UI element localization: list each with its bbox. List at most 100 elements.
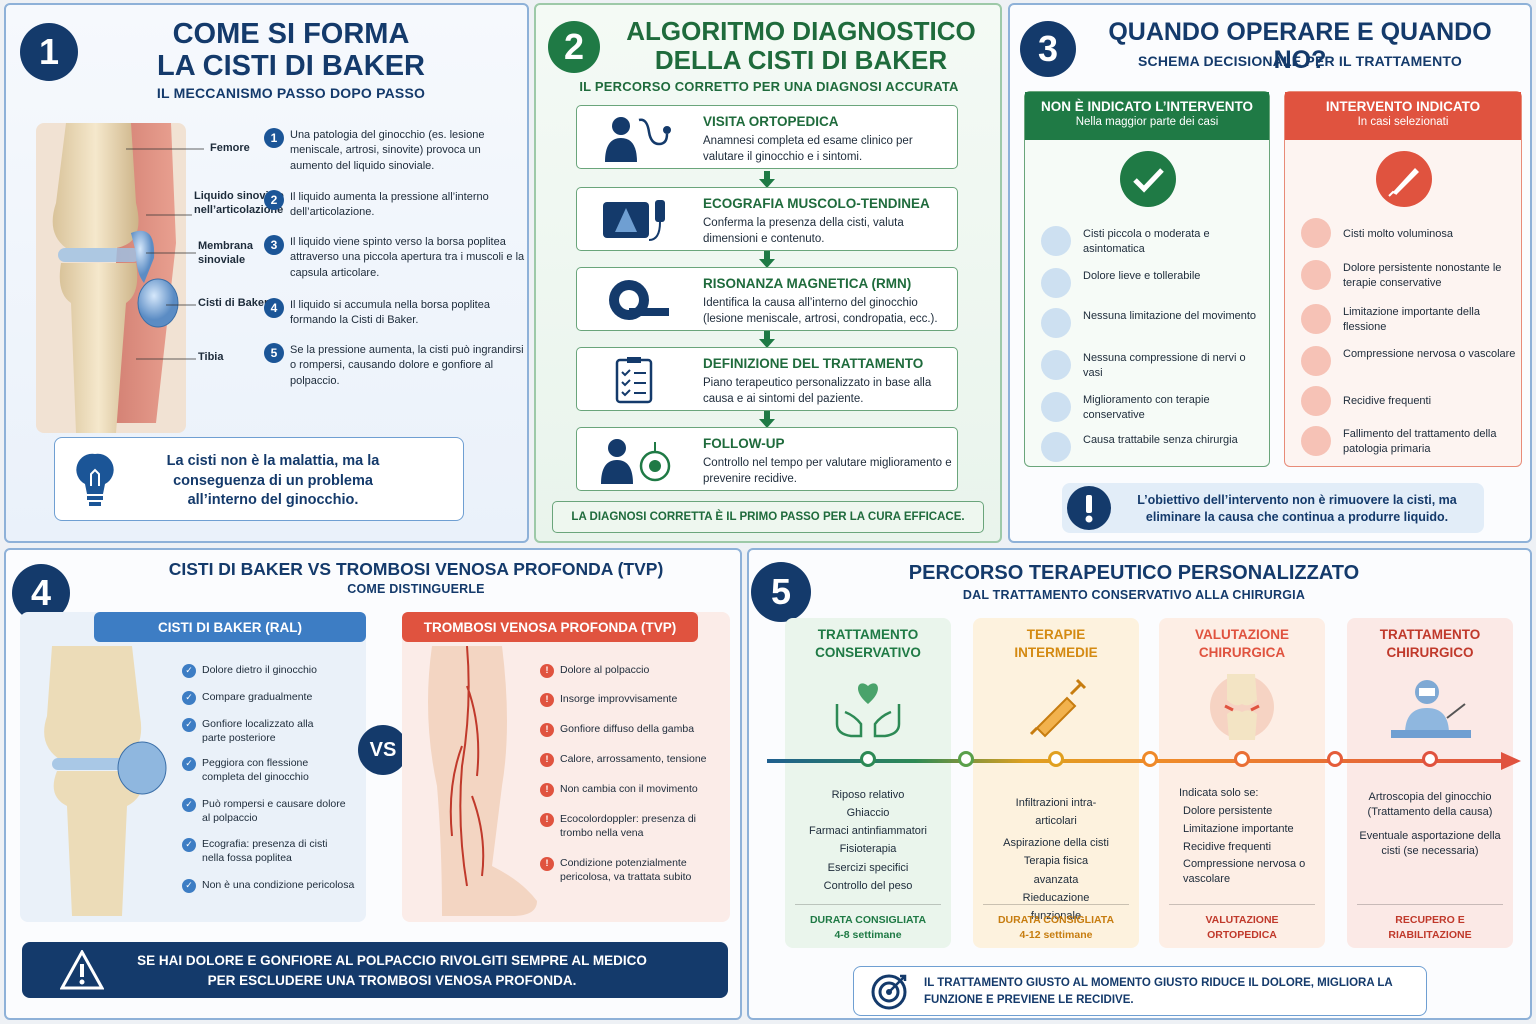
panel-title: PERCORSO TERAPEUTICO PERSONALIZZATO [908, 562, 1360, 584]
note-box: L’obiettivo dell’intervento non è rimuov… [1062, 483, 1484, 533]
card-ultrasound: ECOGRAFIA MUSCOLO-TENDINEA Conferma la p… [576, 187, 958, 251]
card-orthopedic-visit: VISITA ORTOPEDICA Anamnesi completa ed e… [576, 105, 958, 169]
list-item: Dolore persistente nonostante le terapie… [1301, 258, 1521, 292]
step-badge: 1 [20, 23, 78, 81]
clipboard-icon [615, 357, 653, 404]
list-item: Limitazione importante della flessione [1301, 302, 1521, 336]
warning-icon [60, 950, 104, 990]
target-person-icon [601, 439, 671, 484]
syringe-icon [1029, 678, 1087, 738]
list-item: !Ecocolordoppler: presenza di trombo nel… [540, 813, 700, 840]
baker-header: CISTI DI BAKER (RAL) [94, 612, 366, 642]
knee-cyst-illustration [44, 646, 167, 916]
panel-subtitle: IL PERCORSO CORRETTO PER UNA DIAGNOSI AC… [579, 79, 959, 94]
label-synovial-membrane: Membrana sinoviale [198, 240, 254, 267]
leg-veins-illustration [428, 646, 537, 916]
vs-badge: VS [358, 725, 408, 775]
stage-surgical-evaluation: VALUTAZIONE CHIRURGICA Indicata solo se:… [1159, 618, 1325, 948]
panel-subtitle: IL MECCANISMO PASSO DOPO PASSO [156, 85, 426, 101]
list-item: Nessuna compressione di nervi o vasi [1041, 348, 1261, 382]
label-femur: Femore [210, 142, 250, 154]
knee-illustration [36, 123, 186, 433]
panel-title: CISTI DI BAKER VS TROMBOSI VENOSA PROFON… [168, 559, 664, 579]
list-item: ✓Peggiora con flessione completa del gin… [182, 757, 332, 784]
panel-title: QUANDO OPERARE E QUANDO NO? [1108, 18, 1492, 74]
list-item: !Non cambia con il movimento [540, 783, 730, 797]
timeline-node [1327, 751, 1343, 767]
label-leaders [126, 148, 204, 360]
panel-subtitle: DAL TRATTAMENTO CONSERVATIVO ALLA CHIRUR… [962, 588, 1306, 602]
list-item: !Dolore al polpaccio [540, 664, 720, 678]
timeline-node [1142, 751, 1158, 767]
arrow-down-icon [759, 411, 775, 428]
exclamation-icon [1067, 486, 1111, 530]
list-item: Nessuna limitazione del movimento [1041, 306, 1261, 340]
panel-baker-vs-dvt: 4 CISTI DI BAKER VS TROMBOSI VENOSA PROF… [4, 548, 742, 1020]
list-item: Causa trattabile senza chirurgia [1041, 430, 1261, 464]
list-item: ✓Compare gradualmente [182, 691, 362, 705]
list-item: !Condizione potenzialmente pericolosa, v… [540, 857, 720, 884]
list-item: Cisti piccola o moderata e asintomatica [1041, 224, 1261, 258]
arrow-down-icon [759, 331, 775, 348]
stage-surgical-treatment: TRATTAMENTO CHIRURGICO Artroscopia del g… [1347, 618, 1513, 948]
stage-intermediate: TERAPIE INTERMEDIE Infiltrazioni intra-a… [973, 618, 1139, 948]
lightbulb-icon [76, 453, 114, 506]
list-item: Cisti molto voluminosa [1301, 216, 1521, 250]
card-treatment-definition: DEFINIZIONE DEL TRATTAMENTO Piano terape… [576, 347, 958, 411]
list-item: Recidive frequenti [1301, 384, 1521, 418]
panel-when-to-operate: 3 QUANDO OPERARE E QUANDO NO? SCHEMA DEC… [1008, 3, 1532, 543]
timeline-node [1234, 751, 1250, 767]
warning-banner: SE HAI DOLORE E GONFIORE AL POLPACCIO RI… [22, 942, 728, 998]
footer-box: IL TRATTAMENTO GIUSTO AL MOMENTO GIUSTO … [853, 966, 1427, 1016]
timeline-node [860, 751, 876, 767]
list-item: Dolore lieve e tollerabile [1041, 266, 1261, 300]
label-synovial-fluid: Liquido sinoviale nell’articolazione [194, 190, 284, 217]
list-item: ✓Gonfiore localizzato alla parte posteri… [182, 718, 332, 745]
step-badge: 2 [548, 21, 600, 73]
panel-subtitle: SCHEMA DECISIONALE PER IL TRATTAMENTO [1138, 53, 1462, 69]
list-item: Compressione nervosa o vascolare [1301, 344, 1521, 378]
arrow-down-icon [759, 171, 775, 188]
target-icon [871, 974, 907, 1010]
list-item: ✓Può rompersi e causare dolore al polpac… [182, 798, 352, 825]
panel-subtitle: COME DISTINGUERLE [347, 582, 485, 596]
list-item: ✓Dolore dietro il ginocchio [182, 664, 362, 678]
list-item: !Gonfiore diffuso della gamba [540, 723, 730, 737]
ultrasound-icon [603, 200, 665, 241]
step-badge: 5 [751, 562, 811, 622]
scalpel-icon [1376, 151, 1432, 207]
callout-box: La cisti non è la malattia, ma la conseg… [54, 437, 464, 521]
knee-joint-icon [1210, 674, 1274, 740]
card-follow-up: FOLLOW-UP Controllo nel tempo per valuta… [576, 427, 958, 491]
list-item: ✓Non è una condizione pericolosa [182, 879, 362, 893]
check-circle-icon [1120, 151, 1176, 207]
label-tibia: Tibia [198, 351, 224, 363]
arrow-down-icon [759, 251, 775, 268]
mri-icon [609, 280, 669, 320]
step-badge: 3 [1020, 21, 1076, 77]
stage-conservative: TRATTAMENTO CONSERVATIVO Riposo relativo… [785, 618, 951, 948]
list-item: Miglioramento con terapie conservative [1041, 390, 1261, 424]
list-item: ✓Ecografia: presenza di cisti nella foss… [182, 838, 342, 865]
callout-text: La cisti non è la malattia, ma la conseg… [166, 453, 380, 509]
panel-footer: LA DIAGNOSI CORRETTA È IL PRIMO PASSO PE… [552, 501, 984, 533]
surgeon-icon [1391, 680, 1471, 738]
timeline-node [1422, 751, 1438, 767]
timeline-node [958, 751, 974, 767]
list-item: !Calore, arrossamento, tensione [540, 753, 730, 767]
list-item: Fallimento del trattamento della patolog… [1301, 424, 1521, 458]
list-item: !Insorge improvvisamente [540, 693, 720, 707]
hands-heart-icon [835, 683, 901, 738]
card-mri: RISONANZA MAGNETICA (RMN) Identifica la … [576, 267, 958, 331]
